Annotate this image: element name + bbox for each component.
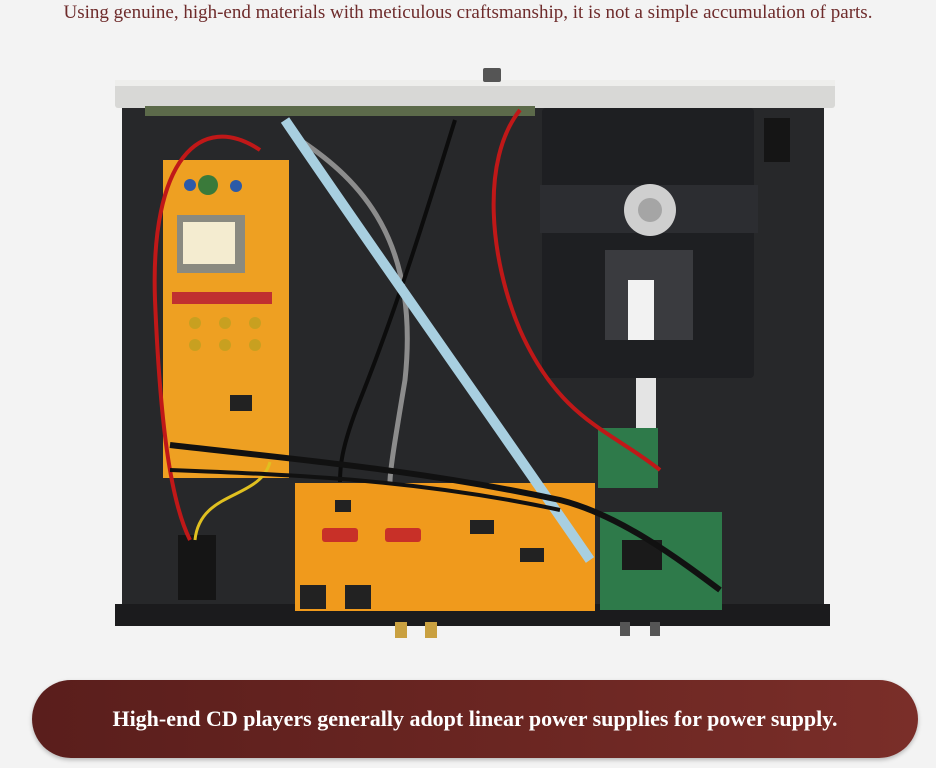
output-jack	[345, 585, 371, 609]
wire-harness	[169, 442, 722, 593]
capacitor	[198, 175, 218, 195]
regulator	[189, 339, 201, 351]
rear-connector	[650, 622, 660, 636]
regulator	[189, 317, 201, 329]
bottom-caption: High-end CD players generally adopt line…	[112, 706, 838, 731]
ic-chip	[230, 395, 252, 411]
power-inlet	[178, 535, 216, 600]
red-wire	[491, 108, 662, 472]
regulator	[219, 339, 231, 351]
wire-harness	[169, 468, 561, 512]
disc-clamp-hub	[638, 198, 662, 222]
ic-chip	[520, 548, 544, 562]
gray-wire	[298, 137, 410, 483]
black-wire	[338, 119, 457, 483]
regulator	[249, 339, 261, 351]
bottom-banner: High-end CD players generally adopt line…	[32, 680, 918, 758]
power-switch	[764, 118, 790, 162]
capacitor	[230, 180, 242, 192]
front-faceplate	[115, 80, 835, 108]
control-board	[598, 428, 658, 488]
top-caption: Using genuine, high-end materials with m…	[63, 2, 873, 23]
cd-player-interior-photo	[115, 68, 835, 638]
regulator	[249, 317, 261, 329]
faceplate-highlight	[115, 80, 835, 86]
film-capacitor	[322, 528, 358, 542]
rear-connector	[395, 622, 407, 638]
relay-bank	[172, 292, 272, 304]
display-board	[145, 106, 535, 116]
capacitor	[184, 179, 196, 191]
transformer-core	[183, 222, 235, 264]
faceplate-knob	[483, 68, 501, 82]
film-capacitor	[385, 528, 421, 542]
red-wire	[152, 134, 262, 541]
output-jack	[300, 585, 326, 609]
cd-drive	[542, 108, 754, 378]
ribbon-cable	[628, 280, 654, 340]
ic-chip	[470, 520, 494, 534]
ic-chip	[335, 500, 351, 512]
rear-connector	[425, 622, 437, 638]
rear-connector	[620, 622, 630, 636]
regulator	[219, 317, 231, 329]
